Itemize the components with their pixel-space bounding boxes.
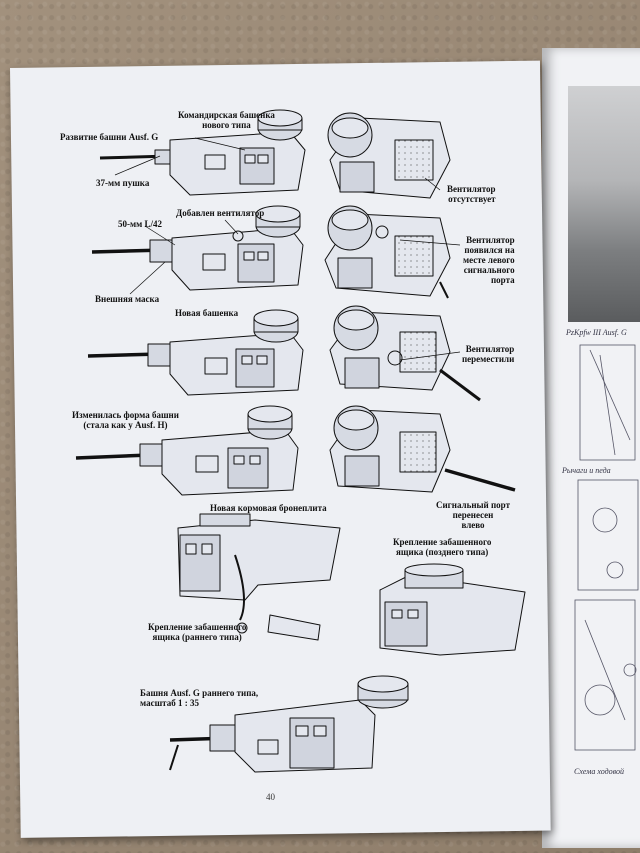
turret-scale-drawing: [169, 675, 409, 773]
side-caption-1: Рычаги и педа: [562, 466, 611, 475]
turret-rear-view-1: [327, 112, 451, 199]
right-drawing-suspension: [574, 599, 636, 751]
label-t1-gun: 37-мм пушка: [96, 178, 150, 188]
label-t1-title: Развитие башни Ausf. G: [60, 132, 159, 142]
label-t4-plate: Новая кормовая бронеплита: [210, 503, 327, 513]
right-drawing-levers: [579, 344, 636, 461]
photo-caption: PzKpfw III Ausf. G: [566, 328, 627, 337]
label-r1-note: Вентилятор отсутствует: [447, 184, 496, 204]
label-t3-cupola: Новая башенка: [175, 308, 239, 318]
label-t2-vent: Добавлен вентилятор: [176, 208, 265, 218]
stowage-bin-late-drawing: [379, 563, 526, 656]
right-drawing-mechanism: [577, 479, 639, 591]
turret-side-view-4: [75, 405, 299, 496]
label-t4-shape: Изменилась форма башни (стала как у Ausf…: [72, 410, 179, 430]
label-t2-mask: Внешняя маска: [95, 294, 160, 304]
label-r4-note: Сигнальный порт перенесен влево: [436, 500, 510, 530]
turret-rear-view-3: [329, 305, 481, 402]
turret-side-view-2: [91, 205, 304, 291]
turret-side-view-3: [87, 309, 304, 396]
stowage-bin-early-drawing: [177, 513, 341, 641]
side-caption-2: Схема ходовой: [574, 767, 625, 776]
label-t2-gun: 50-мм L/42: [118, 219, 163, 229]
label-r2-note: Вентилятор появился на месте левого сигн…: [463, 235, 515, 285]
turret-rear-view-4: [329, 405, 516, 493]
label-scale-caption: Башня Ausf. G раннего типа, масштаб 1 : …: [140, 688, 259, 708]
leader-lines: [114, 137, 461, 361]
turret-side-view-1: [99, 109, 306, 196]
turret-rear-view-2: [324, 205, 451, 299]
label-r3-note: Вентилятор переместили: [462, 344, 515, 364]
right-page-photo: [568, 86, 640, 322]
label-mount-early: Крепление забашенного ящика (раннего тип…: [148, 622, 247, 642]
page-number: 40: [266, 792, 275, 802]
label-t1-cupola: Командирская башенка нового типа: [178, 110, 275, 130]
label-mount-late: Крепление забашенного ящика (позднего ти…: [393, 537, 492, 557]
